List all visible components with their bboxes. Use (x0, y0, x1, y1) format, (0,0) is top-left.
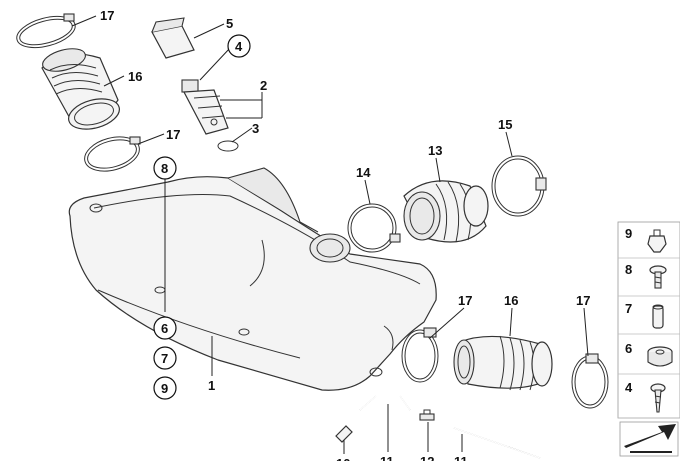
rubber-mount-icon (647, 346, 673, 367)
callout-10: 10 (336, 456, 350, 461)
legend-number-8: 8 (625, 262, 632, 277)
callout-16: 16 (128, 69, 142, 84)
callout-17: 17 (458, 293, 472, 308)
hose-clamp-15 (491, 155, 547, 217)
callout-16: 16 (504, 293, 518, 308)
sensor-cap (151, 17, 195, 59)
callout-2: 2 (260, 78, 267, 93)
callout-6-circle (153, 316, 177, 340)
legend-number-6: 6 (625, 341, 632, 356)
callout-3: 3 (252, 121, 259, 136)
tapping-screw-icon (650, 383, 666, 413)
callout-9: 9 (161, 381, 168, 396)
callout-4-circle (227, 34, 251, 58)
callout-4: 4 (235, 39, 243, 54)
callout-13: 13 (428, 143, 442, 158)
hose-clamp-14 (347, 203, 401, 253)
bent-hose-11 (359, 395, 411, 411)
sleeve-icon (652, 304, 664, 329)
callout-6: 6 (161, 321, 168, 336)
callout-7: 7 (161, 351, 168, 366)
callout-11: 11 (380, 454, 394, 461)
connector-12 (419, 409, 435, 421)
callout-9-circle (153, 376, 177, 400)
leader-lines (71, 15, 589, 454)
screw-icon (649, 265, 667, 289)
legend-number-7: 7 (625, 301, 632, 316)
intake-bellows-lower (453, 335, 553, 391)
callout-15: 15 (498, 117, 512, 132)
o-ring (217, 140, 239, 152)
next-page-arrow-icon[interactable] (619, 421, 679, 457)
legend-number-9: 9 (625, 226, 632, 241)
hose-clamp-top-left (16, 13, 76, 49)
intake-bellows-upper (41, 48, 120, 130)
callout-1: 1 (208, 378, 215, 393)
callout-17: 17 (166, 127, 180, 142)
callout-8-circle (153, 156, 177, 180)
clip-nut-icon (647, 229, 667, 253)
callout-5: 5 (226, 16, 233, 31)
callout-11: 11 (454, 454, 468, 461)
legend-number-4: 4 (625, 380, 633, 395)
callout-8: 8 (161, 161, 168, 176)
callout-17: 17 (100, 8, 114, 23)
callout-17: 17 (576, 293, 590, 308)
callout-12: 12 (420, 454, 434, 461)
hose-clamp-middle-left (84, 136, 141, 172)
hose-clamp-right (571, 353, 609, 409)
air-filter-housing (68, 167, 437, 391)
small-parts-legend: 9 8 7 6 4 (617, 221, 680, 457)
hose-clamp-lower-middle (401, 327, 439, 383)
callout-14: 14 (356, 165, 371, 180)
hose-11-long (453, 427, 541, 459)
callout-7-circle (153, 346, 177, 370)
intake-bellows-13 (403, 180, 489, 243)
hose-plug-10 (335, 425, 353, 443)
air-mass-sensor (181, 79, 229, 135)
